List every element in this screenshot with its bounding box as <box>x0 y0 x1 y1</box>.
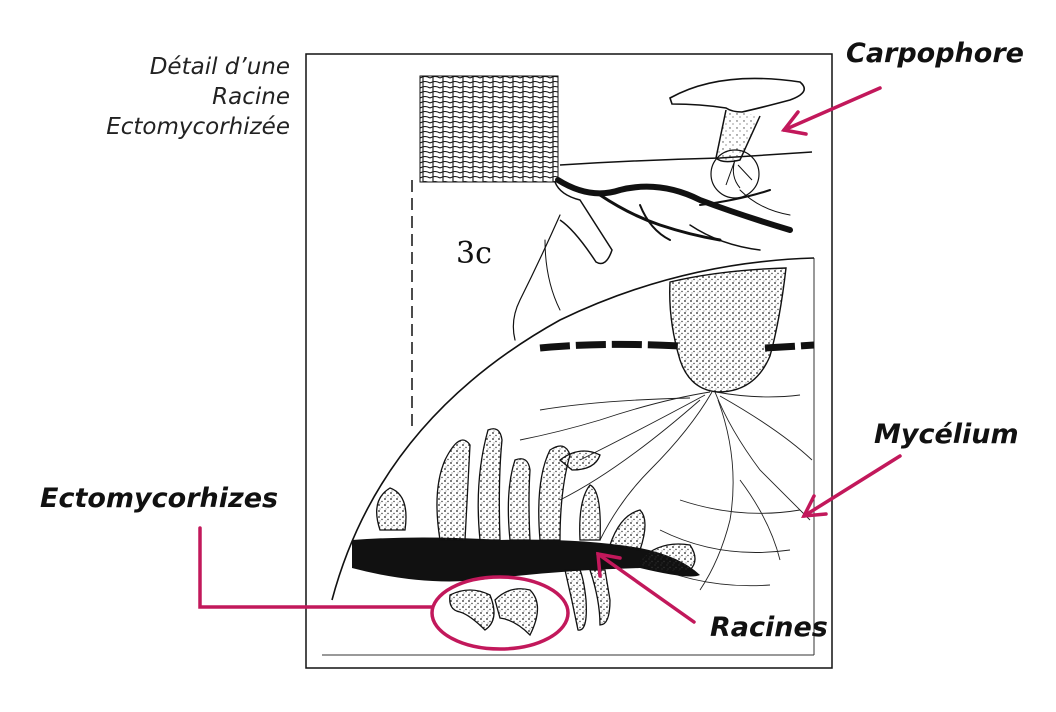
label-ectomycorhizes: Ectomycorhizes <box>40 483 279 514</box>
figure-frame <box>305 53 833 669</box>
label-carpophore: Carpophore <box>846 38 1024 69</box>
caption-line-3: Ectomycorhizée <box>106 114 290 140</box>
ground-line <box>559 151 813 166</box>
zoom-arc <box>331 257 815 601</box>
caption-line-1: Détail d’une <box>149 54 290 80</box>
tree-trunk <box>411 75 613 430</box>
annotations <box>198 86 902 651</box>
carpophore-arrowhead <box>780 110 808 136</box>
mycelium-arrowhead <box>801 494 828 519</box>
figure-number: 3c <box>456 236 492 271</box>
ectomycorrhizae <box>376 428 696 637</box>
racines-arrow <box>596 552 696 624</box>
racines-arrowhead <box>596 551 622 578</box>
carpophore-arrow <box>782 86 882 132</box>
ectomycorhizes-ellipse <box>430 575 570 651</box>
mycelium-arrow <box>802 454 902 518</box>
carpophore-drawing <box>669 77 806 199</box>
ectomycorhizes-connector <box>198 526 434 609</box>
label-mycelium: Mycélium <box>874 419 1019 450</box>
figure-caption: Détail d’une Racine Ectomycorhizée <box>106 52 290 142</box>
mycelium-threads <box>519 391 813 591</box>
main-root <box>352 537 700 582</box>
label-racines: Racines <box>710 612 828 643</box>
surface-roots <box>512 177 793 341</box>
caption-line-2: Racine <box>212 84 290 110</box>
stipe-zoom <box>539 267 815 393</box>
